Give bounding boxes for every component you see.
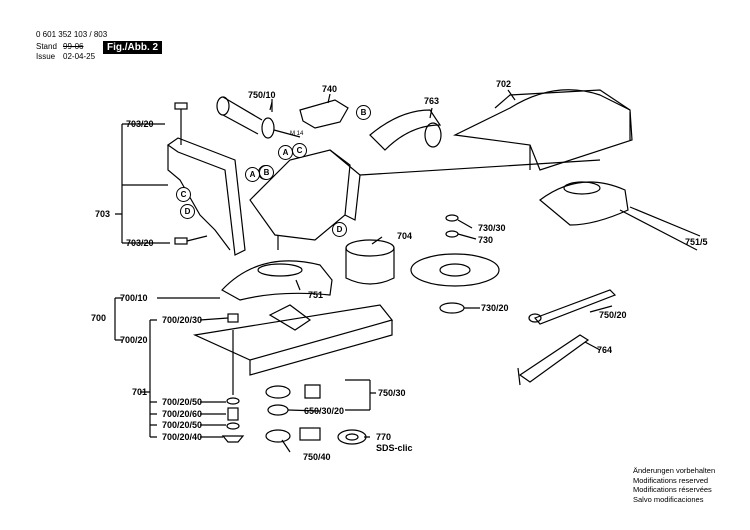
- parts-stack: [221, 313, 245, 443]
- grinder-body: [249, 149, 601, 250]
- disc-730: [410, 214, 500, 314]
- label-700-20-40: 700/20/40: [162, 432, 203, 442]
- label-730-30: 730/30: [478, 223, 506, 233]
- marker-c-1: C: [292, 143, 307, 158]
- marker-a-1: A: [278, 145, 293, 160]
- label-700-20-30: 700/20/30: [162, 315, 203, 325]
- label-700-20-50-b: 700/20/50: [162, 420, 203, 430]
- label-770: 770: [376, 432, 392, 442]
- label-703-20-top: 703/20: [126, 119, 154, 129]
- issue-value: 02-04-25: [63, 52, 96, 61]
- dust-cup-704: [345, 239, 395, 285]
- label-703-20-bottom: 703/20: [126, 238, 154, 248]
- label-702: 702: [496, 79, 512, 89]
- label-730-20: 730/20: [481, 303, 509, 313]
- label-700-20-60: 700/20/60: [162, 409, 203, 419]
- label-700-10: 700/10: [120, 293, 148, 303]
- label-750-20: 750/20: [599, 310, 627, 320]
- label-m14: M 14: [290, 131, 304, 137]
- hose-763: [369, 109, 442, 151]
- label-703: 703: [95, 209, 111, 219]
- marker-c-2: C: [176, 187, 191, 202]
- label-704: 704: [397, 231, 413, 241]
- label-700-20-50-a: 700/20/50: [162, 397, 203, 407]
- label-763: 763: [424, 96, 440, 106]
- marker-b-2: B: [259, 165, 274, 180]
- label-701: 701: [132, 387, 148, 397]
- marker-b-3: B: [356, 105, 371, 120]
- figure-label: Fig./Abb. 2: [103, 41, 163, 54]
- spanner-750-20: [533, 289, 617, 325]
- label-751-5: 751/5: [685, 237, 708, 247]
- stand-label: Stand: [36, 42, 57, 51]
- label-750-10: 750/10: [248, 90, 276, 100]
- note-es: Salvo modificaciones: [633, 494, 704, 504]
- label-751: 751: [308, 290, 324, 300]
- label-700-20: 700/20: [120, 335, 148, 345]
- flange-750-40: [265, 427, 321, 443]
- label-764: 764: [597, 345, 613, 355]
- bracket-740: [299, 99, 349, 129]
- marker-a-2: A: [245, 167, 260, 182]
- label-sds-clic: SDS-clic: [376, 443, 413, 453]
- label-750-30: 750/30: [378, 388, 406, 398]
- stand-value: 99-06: [63, 42, 84, 51]
- label-700: 700: [91, 313, 107, 323]
- label-650-30-20: 650/30/20: [304, 406, 345, 416]
- label-750-40: 750/40: [303, 452, 331, 462]
- marker-d-1: D: [180, 204, 195, 219]
- marker-d-2: D: [332, 222, 347, 237]
- note-en: Modifications reserved: [633, 475, 709, 485]
- issue-label: Issue: [36, 52, 56, 61]
- label-730: 730: [478, 235, 494, 245]
- guard-751-5: [539, 181, 629, 226]
- side-handle: [216, 96, 301, 139]
- modification-notes: Änderungen vorbehalten Modifications res…: [633, 466, 715, 504]
- part-number: 0 601 352 103 / 803: [36, 30, 108, 39]
- guard-751: [221, 260, 333, 301]
- label-740: 740: [322, 84, 338, 94]
- sds-clic-770: [337, 429, 367, 445]
- auxiliary-handle-703: [166, 102, 246, 256]
- cutting-guide: [192, 304, 394, 376]
- note-de: Änderungen vorbehalten: [633, 466, 716, 475]
- dust-hood-702: [452, 89, 633, 171]
- note-fr: Modifications réservées: [633, 485, 712, 494]
- wrench-764: [518, 334, 590, 383]
